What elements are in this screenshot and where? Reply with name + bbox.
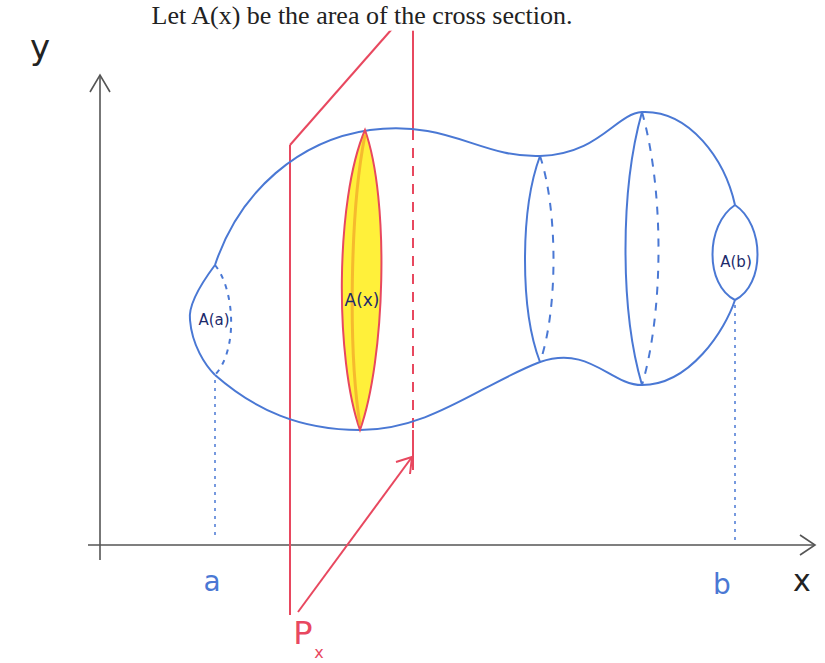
plane bbox=[290, 5, 413, 615]
top-curve bbox=[215, 112, 735, 265]
y-axis bbox=[99, 75, 101, 560]
section-b bbox=[735, 205, 758, 300]
section-b bbox=[713, 205, 736, 300]
drop-lines bbox=[215, 305, 735, 540]
y-axis-arrowhead bbox=[90, 75, 110, 92]
axis-label: x bbox=[793, 564, 811, 597]
area-label: A(b) bbox=[720, 254, 752, 271]
axis-label: y bbox=[30, 29, 50, 66]
section-hidden bbox=[642, 112, 659, 385]
bottom-curve bbox=[215, 300, 735, 430]
bound-label: b bbox=[713, 570, 731, 601]
plane-subscript: x bbox=[314, 644, 323, 662]
plane-edge bbox=[289, 145, 291, 615]
plane-arrowhead bbox=[396, 457, 412, 474]
x-axis-arrowhead bbox=[800, 535, 815, 555]
section bbox=[626, 112, 643, 385]
bound-label: a bbox=[203, 567, 220, 598]
plane-label: P bbox=[293, 616, 312, 651]
section bbox=[525, 156, 540, 362]
drop-line bbox=[734, 305, 736, 540]
area-label: A(a) bbox=[198, 312, 229, 329]
plane-edge bbox=[412, 430, 414, 470]
cross-section-shading bbox=[352, 135, 365, 425]
section-hidden bbox=[540, 156, 554, 362]
axes bbox=[88, 75, 815, 560]
solid-outline bbox=[190, 112, 758, 430]
plane-edge bbox=[298, 457, 412, 612]
x-axis bbox=[88, 544, 815, 546]
heading-text: Let A(x) be the area of the cross sectio… bbox=[148, 2, 577, 31]
plane-edge-hidden bbox=[412, 130, 414, 430]
drop-line bbox=[214, 380, 216, 540]
cross-section bbox=[342, 130, 382, 430]
area-label: A(x) bbox=[345, 291, 380, 310]
